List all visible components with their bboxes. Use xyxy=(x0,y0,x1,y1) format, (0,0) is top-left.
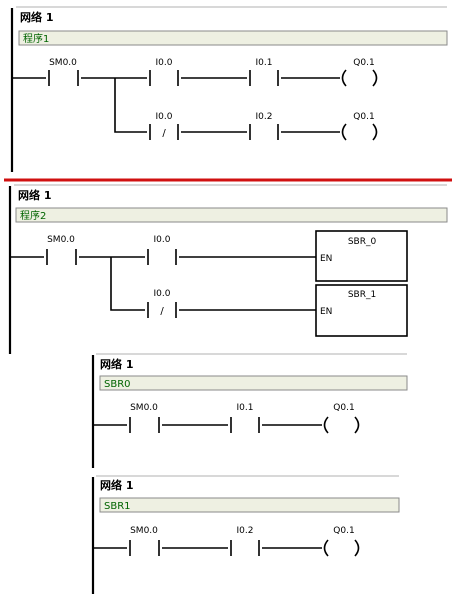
coil-address: Q0.1 xyxy=(353,58,374,68)
coil-symbol xyxy=(341,123,378,141)
branch-wire xyxy=(114,78,340,140)
subroutine-call-sbr0[interactable]: SBR_0 EN xyxy=(315,230,408,282)
call-name: SBR_1 xyxy=(348,290,376,300)
call-input: EN xyxy=(320,254,332,264)
contact-sm0-0[interactable]: SM0.0 xyxy=(49,58,77,68)
contact-address: I0.1 xyxy=(237,403,254,413)
contact-address: I0.0 xyxy=(156,112,173,122)
network-comment-box[interactable] xyxy=(99,497,400,513)
network-comment-box[interactable] xyxy=(99,375,408,391)
contact-i0-0-negated[interactable]: I0.0 / xyxy=(156,112,173,139)
network-comment: 程序1 xyxy=(23,32,49,45)
negation-symbol: / xyxy=(160,306,164,317)
contact-i0-0-negated[interactable]: I0.0 / xyxy=(154,289,171,317)
network-comment-box[interactable] xyxy=(15,207,448,223)
contact-sm0-0[interactable]: SM0.0 xyxy=(130,403,158,413)
contact-i0-0[interactable]: I0.0 xyxy=(154,235,171,245)
rung-2: I0.0 / I0.2 Q0.1 xyxy=(114,78,378,141)
network-title: 网络 1 xyxy=(18,188,51,202)
coil-symbol xyxy=(323,539,360,557)
contact-i0-2[interactable]: I0.2 xyxy=(237,526,254,536)
subroutine-call-sbr1[interactable]: SBR_1 EN xyxy=(315,284,408,337)
contact-address: SM0.0 xyxy=(130,526,158,536)
network-comment-box[interactable] xyxy=(18,30,448,46)
network-comment: SBR0 xyxy=(104,379,131,390)
program2-network[interactable]: 网络 1 程序2 SM0.0 I0.0 SBR_0 EN I0.0 / xyxy=(8,184,448,354)
program1-network[interactable]: 网络 1 程序1 SM0.0 I0.0 I0.1 Q0.1 I0.0 xyxy=(10,6,448,172)
contact-sm0-0[interactable]: SM0.0 xyxy=(130,526,158,536)
contact-address: I0.0 xyxy=(154,235,171,245)
coil-address: Q0.1 xyxy=(353,112,374,122)
coil-address: Q0.1 xyxy=(333,526,354,536)
contact-i0-1[interactable]: I0.1 xyxy=(237,403,254,413)
rung-1: SM0.0 I0.1 Q0.1 xyxy=(93,403,360,434)
contact-i0-0[interactable]: I0.0 xyxy=(156,58,173,68)
branch-wire xyxy=(110,257,316,318)
contact-i0-2[interactable]: I0.2 xyxy=(256,112,273,122)
contact-address: SM0.0 xyxy=(130,403,158,413)
call-name: SBR_0 xyxy=(348,237,377,247)
contact-address: I0.2 xyxy=(237,526,254,536)
contact-address: I0.0 xyxy=(156,58,173,68)
network-comment: SBR1 xyxy=(104,501,131,512)
coil-symbol xyxy=(323,416,360,434)
sbr1-network[interactable]: 网络 1 SBR1 SM0.0 I0.2 Q0.1 xyxy=(91,475,400,594)
contact-address: I0.0 xyxy=(154,289,171,299)
network-comment: 程序2 xyxy=(20,209,46,222)
network-title: 网络 1 xyxy=(100,478,133,492)
network-title: 网络 1 xyxy=(100,357,133,371)
coil-q0-1[interactable]: Q0.1 xyxy=(341,112,378,141)
rung-wire xyxy=(12,70,340,86)
call-box xyxy=(315,284,408,337)
rung-wire xyxy=(10,249,316,265)
call-input: EN xyxy=(320,307,332,317)
contact-address: SM0.0 xyxy=(49,58,77,68)
rung-2: I0.0 / SBR_1 EN xyxy=(110,257,408,337)
contact-i0-1[interactable]: I0.1 xyxy=(256,58,273,68)
rung-wire xyxy=(93,540,322,556)
contact-address: I0.2 xyxy=(256,112,273,122)
coil-symbol xyxy=(341,69,378,87)
sbr0-network[interactable]: 网络 1 SBR0 SM0.0 I0.1 Q0.1 xyxy=(91,353,408,468)
call-box xyxy=(315,230,408,282)
rung-wire xyxy=(93,417,322,433)
network-title: 网络 1 xyxy=(20,10,53,24)
coil-address: Q0.1 xyxy=(333,403,354,413)
negation-symbol: / xyxy=(162,128,166,139)
rung-1: SM0.0 I0.0 I0.1 Q0.1 xyxy=(12,58,378,87)
contact-address: I0.1 xyxy=(256,58,273,68)
contact-sm0-0[interactable]: SM0.0 xyxy=(47,235,75,245)
contact-address: SM0.0 xyxy=(47,235,75,245)
coil-q0-1[interactable]: Q0.1 xyxy=(323,526,360,557)
coil-q0-1[interactable]: Q0.1 xyxy=(341,58,378,87)
rung-1: SM0.0 I0.0 SBR_0 EN xyxy=(10,230,408,282)
rung-1: SM0.0 I0.2 Q0.1 xyxy=(93,526,360,557)
coil-q0-1[interactable]: Q0.1 xyxy=(323,403,360,434)
